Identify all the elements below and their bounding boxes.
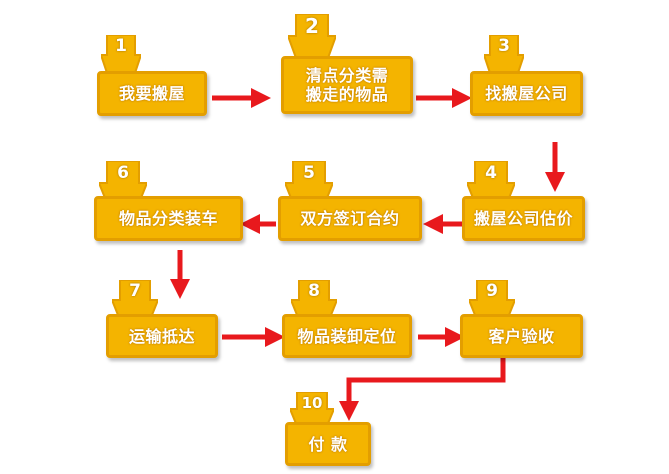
step-6-box: 物品分类装车 (94, 196, 243, 241)
step-1-number: 1 (115, 36, 127, 56)
step-7-number: 7 (129, 281, 141, 301)
step-5-tab: 5 (285, 161, 333, 203)
step-6-label: 物品分类装车 (118, 209, 218, 228)
step-6-tab: 6 (99, 161, 147, 203)
step-4-label: 搬屋公司估价 (473, 209, 573, 228)
step-9-number: 9 (486, 281, 498, 301)
step-10-box: 付 款 (285, 422, 371, 466)
step-2-label-line1: 清点分类需 (305, 66, 389, 85)
step-2-box: 清点分类需 搬走的物品 (281, 56, 413, 114)
step-3-box: 找搬屋公司 (470, 71, 583, 116)
step-4-number: 4 (485, 163, 497, 183)
step-2-number: 2 (305, 14, 319, 38)
step-3-label: 找搬屋公司 (485, 84, 568, 103)
step-1-box: 我要搬屋 (97, 71, 207, 116)
step-3-tab: 3 (484, 35, 524, 73)
step-10-label: 付 款 (308, 434, 348, 454)
step-1-tab: 1 (101, 35, 141, 73)
step-9-box: 客户验收 (460, 314, 583, 358)
step-1-label: 我要搬屋 (118, 84, 185, 103)
step-7-label: 运输抵达 (128, 326, 195, 346)
step-8-label: 物品装卸定位 (297, 326, 397, 346)
step-2-label: 清点分类需 搬走的物品 (306, 66, 389, 104)
step-8-number: 8 (308, 281, 320, 301)
step-4-tab: 4 (467, 161, 515, 203)
step-7-box: 运输抵达 (106, 314, 218, 358)
step-7-tab: 7 (112, 280, 158, 320)
step-2-label-line2: 搬走的物品 (305, 85, 389, 104)
step-10-tab: 10 (290, 392, 334, 426)
arrow-9-to-10 (339, 357, 506, 421)
step-3-number: 3 (498, 36, 510, 56)
step-8-tab: 8 (291, 280, 337, 320)
step-6-number: 6 (117, 163, 129, 183)
step-5-box: 双方签订合约 (278, 196, 422, 241)
step-8-box: 物品装卸定位 (282, 314, 412, 358)
step-9-label: 客户验收 (488, 326, 555, 346)
step-5-label: 双方签订合约 (300, 209, 400, 228)
step-5-number: 5 (303, 163, 315, 183)
step-10-number: 10 (301, 394, 323, 412)
step-2-tab: 2 (288, 14, 336, 58)
step-9-tab: 9 (469, 280, 515, 320)
step-4-box: 搬屋公司估价 (462, 196, 585, 241)
